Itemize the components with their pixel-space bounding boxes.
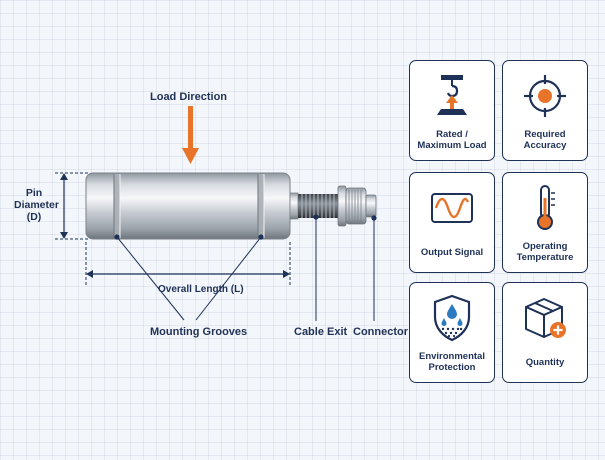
- card-env-line-1: Environmental: [419, 351, 485, 362]
- cable-exit-thread: [289, 192, 338, 220]
- overall-length-dimension: [85, 242, 291, 285]
- card-temp-line-1: Operating: [522, 241, 568, 252]
- card-env-text: Environmental Protection: [412, 345, 492, 379]
- sine-wave-signal-icon: [431, 193, 473, 223]
- pin-diameter-line-1: Pin: [25, 187, 43, 199]
- card-temp-text: Operating Temperature: [505, 235, 585, 269]
- thermometer-icon: [537, 185, 555, 230]
- card-output-signal: Output Signal: [409, 172, 495, 273]
- load-direction-label: Load Direction: [150, 91, 228, 103]
- card-rated-text: Rated / Maximum Load: [412, 123, 492, 157]
- card-rated-line-2: Maximum Load: [417, 140, 487, 151]
- target-crosshair-icon: [524, 75, 566, 117]
- cable-exit-label: Cable Exit: [294, 326, 348, 338]
- card-env-line-2: Protection: [428, 362, 476, 373]
- card-accuracy-text: Required Accuracy: [523, 129, 567, 151]
- card-required-accuracy: Required Accuracy: [502, 60, 588, 161]
- crane-hook-load-icon: [437, 75, 467, 115]
- pin-diameter-dimension: [55, 172, 88, 240]
- overall-length-label: Overall Length (L): [158, 284, 244, 295]
- card-quantity: Quantity: [502, 282, 588, 383]
- card-quantity-text: Quantity: [525, 356, 565, 368]
- callout-leaders: [114, 214, 377, 321]
- card-rated-line-1: Rated /: [436, 129, 468, 140]
- load-pin-body: [85, 172, 291, 240]
- connector-body: [337, 185, 377, 227]
- card-temp-line-2: Temperature: [516, 252, 574, 263]
- box-plus-icon: [525, 298, 566, 338]
- mounting-grooves-label: Mounting Grooves: [150, 326, 248, 338]
- load-direction-arrow: [182, 106, 199, 164]
- pin-diameter-label: Pin Diameter (D): [14, 187, 59, 223]
- shield-water-drops-icon: [433, 294, 471, 342]
- card-rated-load: Rated / Maximum Load: [409, 60, 495, 161]
- pin-diameter-line-2: Diameter: [14, 199, 59, 211]
- card-signal-text: Output Signal: [420, 246, 484, 258]
- card-operating-temperature: Operating Temperature: [502, 172, 588, 273]
- connector-label: Connector: [353, 326, 408, 338]
- card-environmental-protection: Environmental Protection: [409, 282, 495, 383]
- pin-diameter-line-3: (D): [26, 211, 42, 223]
